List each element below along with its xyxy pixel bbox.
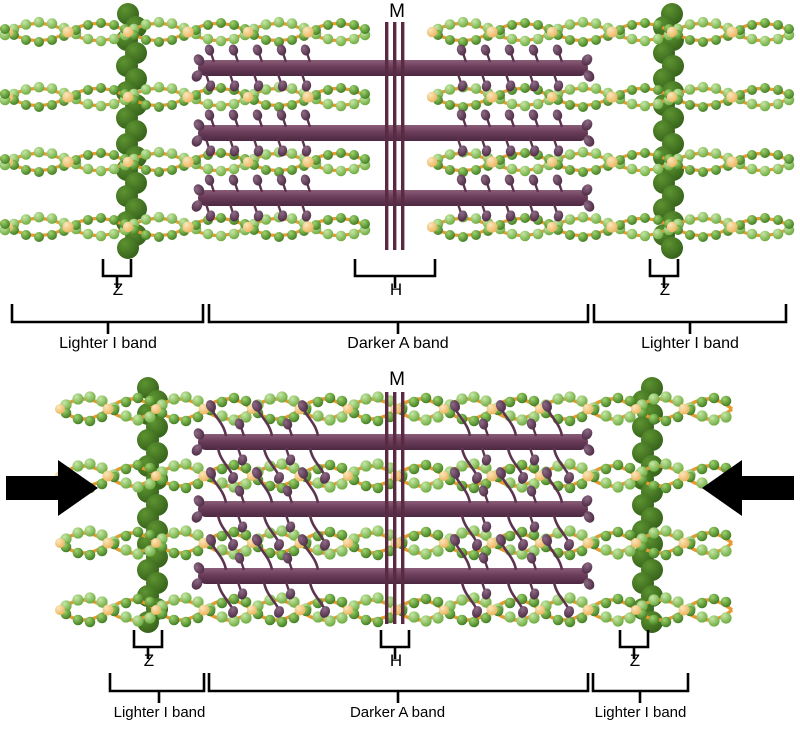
a-band-bracket [207, 673, 590, 703]
i-band-bracket-right [591, 673, 690, 703]
m-line [385, 22, 405, 250]
z-disc-bracket-left [101, 259, 133, 288]
z-disc-label-right: Z [629, 651, 641, 670]
m-line-label: M [389, 1, 405, 22]
z-disc-label-left: Z [112, 280, 124, 299]
relaxed-sarcomere-panel: M Z H Z Lighter I band Darker A band Lig… [0, 0, 800, 365]
i-band-label-right: Lighter I band [641, 335, 739, 352]
z-disc-bracket-right [618, 630, 650, 659]
i-band-bracket-left [108, 673, 206, 703]
h-zone-label: H [389, 280, 403, 299]
i-band-label-left: Lighter I band [113, 704, 206, 721]
compression-arrow-left [6, 460, 98, 516]
h-zone-bracket [353, 259, 437, 288]
i-band-bracket-left [10, 304, 205, 334]
a-band-bracket [207, 304, 590, 334]
z-disc-bracket-left [132, 630, 164, 659]
h-zone-label: H [389, 651, 403, 670]
i-band-label-left: Lighter I band [59, 335, 157, 352]
z-disc-bracket-right [648, 259, 680, 288]
compression-arrow-right [702, 460, 794, 516]
i-band-bracket-right [592, 304, 788, 334]
z-disc-label-left: Z [143, 651, 155, 670]
a-band-label: Darker A band [347, 335, 449, 352]
contracted-sarcomere-panel: M Z H Z Lighter I band Darker A band Lig… [0, 366, 800, 732]
contracted-sarcomere-illustration [6, 377, 794, 703]
z-disc-label-right: Z [659, 280, 671, 299]
h-zone-bracket [379, 630, 411, 659]
relaxed-sarcomere-illustration [0, 3, 796, 334]
m-line [385, 392, 405, 624]
i-band-label-right: Lighter I band [594, 704, 687, 721]
m-line-label: M [389, 369, 405, 390]
a-band-label: Darker A band [349, 704, 446, 721]
